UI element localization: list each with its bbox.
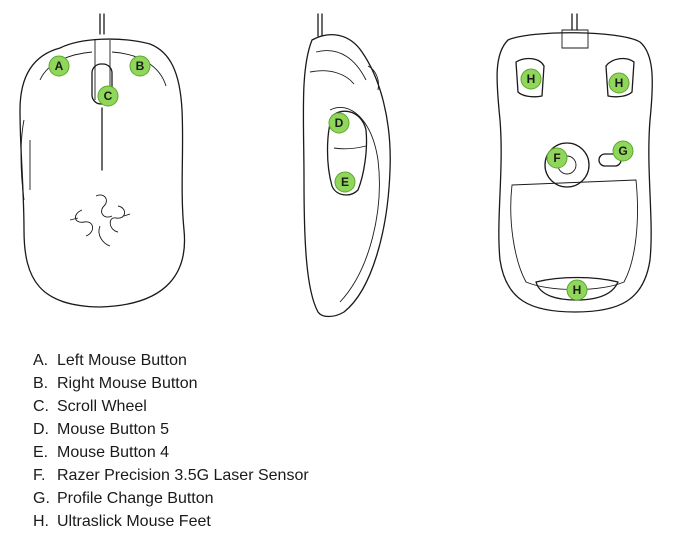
legend-item-d: D. Mouse Button 5 <box>33 418 309 441</box>
svg-text:C: C <box>104 89 113 103</box>
sensor-ring <box>544 142 590 188</box>
side-view-body <box>302 34 391 318</box>
front-left-foot <box>515 57 545 98</box>
side-button-divider <box>333 145 367 150</box>
bottom-plate <box>510 179 638 290</box>
legend-item-b: B. Right Mouse Button <box>33 372 309 395</box>
bottom-view-cable-guide <box>561 29 589 49</box>
svg-text:H: H <box>615 76 624 90</box>
legend-letter: A. <box>33 352 49 369</box>
legend-letter: E. <box>33 444 49 461</box>
side-view-cable <box>317 13 323 37</box>
svg-text:B: B <box>136 59 145 73</box>
legend-list: A. Left Mouse Button B. Right Mouse Button… <box>33 349 309 533</box>
svg-text:D: D <box>335 116 344 130</box>
legend-text: Ultraslick Mouse Feet <box>57 513 211 530</box>
callout-f: F <box>546 147 568 169</box>
top-view-cable <box>99 13 105 35</box>
callout-h-front-right: H <box>608 72 630 94</box>
bottom-view-mouse <box>496 13 653 313</box>
callout-e: E <box>334 171 356 193</box>
side-view-grip-curve <box>329 107 380 303</box>
mouse-diagram: A B C D E F G H H H <box>19 13 653 318</box>
legend-letter: B. <box>33 375 49 392</box>
bottom-view-body <box>496 32 653 313</box>
legend-item-g: G. Profile Change Button <box>33 487 309 510</box>
side-buttons-shape <box>326 110 368 196</box>
legend-letter: G. <box>33 490 50 507</box>
legend-letter: C. <box>33 398 49 415</box>
top-view-mouse <box>19 13 186 308</box>
svg-text:H: H <box>573 283 582 297</box>
svg-text:F: F <box>553 151 560 165</box>
top-view-side-buttons <box>20 119 31 201</box>
callout-d: D <box>328 112 350 134</box>
legend-text: Scroll Wheel <box>57 398 147 415</box>
legend-text: Razer Precision 3.5G Laser Sensor <box>57 467 309 484</box>
legend-letter: H. <box>33 513 49 530</box>
rear-foot <box>535 276 619 301</box>
top-view-body <box>19 38 186 308</box>
razer-logo <box>69 194 131 247</box>
svg-text:H: H <box>527 72 536 86</box>
legend-text: Left Mouse Button <box>57 352 187 369</box>
legend-item-a: A. Left Mouse Button <box>33 349 309 372</box>
front-right-foot <box>605 57 635 98</box>
bottom-view-cable <box>571 13 578 31</box>
legend-text: Right Mouse Button <box>57 375 198 392</box>
side-view-wheel <box>367 65 379 91</box>
callout-h-front-left: H <box>520 68 542 90</box>
legend-item-f: F. Razer Precision 3.5G Laser Sensor <box>33 464 309 487</box>
callout-a: A <box>48 55 70 77</box>
legend-item-c: C. Scroll Wheel <box>33 395 309 418</box>
legend-text: Mouse Button 5 <box>57 421 170 438</box>
svg-text:E: E <box>341 175 349 189</box>
legend-item-e: E. Mouse Button 4 <box>33 441 309 464</box>
side-view-top-edge <box>309 50 367 85</box>
callout-g: G <box>612 140 634 162</box>
legend-letter: F. <box>33 467 46 484</box>
legend-item-h: H. Ultraslick Mouse Feet <box>33 510 309 533</box>
svg-text:A: A <box>55 59 64 73</box>
side-view-mouse <box>302 13 391 318</box>
legend-letter: D. <box>33 421 49 438</box>
callout-c: C <box>97 85 119 107</box>
svg-text:G: G <box>618 144 627 158</box>
callout-h-rear: H <box>566 279 588 301</box>
legend-text: Mouse Button 4 <box>57 444 170 461</box>
callout-b: B <box>129 55 151 77</box>
legend-text: Profile Change Button <box>57 490 214 507</box>
